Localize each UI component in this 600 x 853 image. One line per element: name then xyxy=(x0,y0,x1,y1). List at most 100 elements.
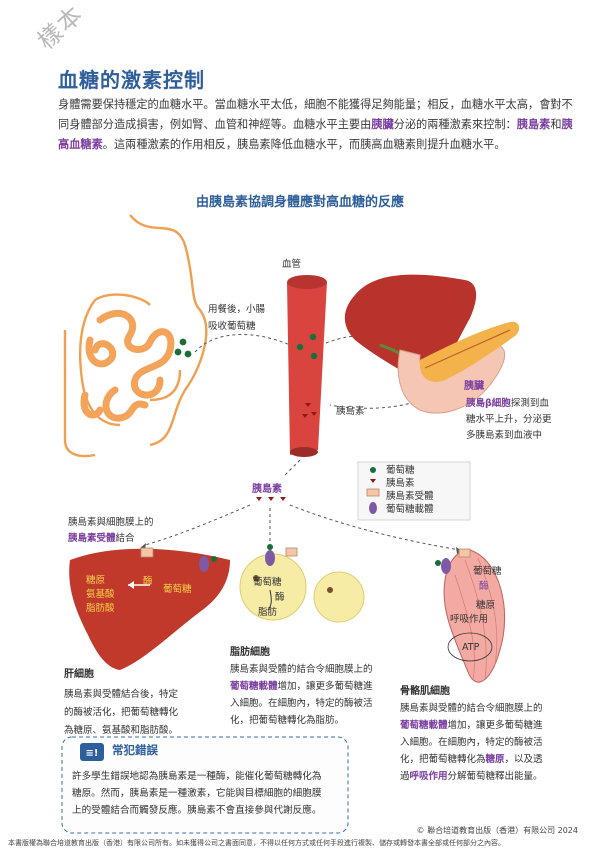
fat-carrier-hl: 葡萄糖載體 xyxy=(230,681,278,692)
intro-text-3: 。這兩種激素的作用相反，胰島素降低血糖水平，而胰高血糖素則提升血糖水平。 xyxy=(102,138,506,151)
legend-glucose-label: 葡萄糖 xyxy=(386,465,415,476)
liver-cell-text-1: 胰島素與受體結合後，特定 xyxy=(64,689,179,700)
vessel-insulin-marks xyxy=(302,403,317,418)
figure-title: 由胰島素協調身體應對高血糖的反應 xyxy=(195,195,404,210)
footer-notice: 本書版權為聯合培道教育出版（香港）有限公司所有。如未獲得公司之書面同意，不得以任… xyxy=(8,839,505,847)
myth-box xyxy=(61,736,349,834)
receptor-note-end: 結合 xyxy=(115,533,135,544)
muscle-respiration-hl: 呼吸作用 xyxy=(409,771,448,782)
vessel-down-arrow xyxy=(284,459,301,476)
fat-nucleus-1 xyxy=(253,575,259,581)
receptor-note-2: 胰島素受體結合 xyxy=(68,531,135,546)
pancreas-desc-2: 糖水平上升，分泌更 xyxy=(466,414,552,425)
small-intestine-outline xyxy=(63,214,208,458)
liver-amino-acid: 氨基酸 xyxy=(86,589,115,600)
pancreas-desc-text: 探測到血 xyxy=(510,398,549,409)
intestine-label-2: 吸收葡萄糖 xyxy=(208,321,256,332)
legend-carrier-label: 葡萄糖載體 xyxy=(386,504,434,515)
released-insulin-marks xyxy=(256,497,286,501)
muscle-glycogen-hl: 糖原 xyxy=(485,754,505,765)
intro-insulin: 胰島素 xyxy=(516,118,551,131)
fat-conversion-arrow xyxy=(267,589,272,611)
muscle-carrier-hl: 葡萄糖載體 xyxy=(400,720,448,731)
muscle-enzyme: 酶 xyxy=(479,581,489,592)
blood-vessel-label: 血管 xyxy=(282,259,302,270)
beta-cell-text: 胰島β細胞 xyxy=(466,398,511,409)
liver-glucose-dot xyxy=(211,556,217,562)
myth-line-2: 糖原。然而，胰島素是一種激素，它能與目標細胞的細胞膜 xyxy=(72,788,322,799)
fat-cell-2 xyxy=(313,571,365,623)
muscle-carrier xyxy=(441,558,451,574)
intestine-glucose-dots xyxy=(174,338,192,358)
fat-glucose: 葡萄糖 xyxy=(253,577,282,588)
muscle-cell-line2: 葡萄糖載體增加，讓更多葡萄糖進 xyxy=(400,717,543,734)
myth-line-1: 許多學生錯誤地認為胰島素是一種酶，能催化葡萄糖轉化為 xyxy=(72,771,322,782)
muscle-line5a: 過 xyxy=(400,771,410,782)
muscle-atp: ATP xyxy=(462,642,480,653)
vessel-insulin-label: 胰島素 xyxy=(336,406,365,417)
liver-arrow-head xyxy=(128,581,134,589)
legend-carrier-icon xyxy=(369,502,377,514)
myth-body: 許多學生錯誤地認為胰島素是一種酶，能催化葡萄糖轉化為 糖原。然而，胰島素是一種激… xyxy=(72,768,334,819)
intro-text-1: 身體需要保持穩定的血糖水平。當血糖水平太低，細胞不能獲得足夠能量；相反，血糖水平… xyxy=(58,98,573,131)
muscle-cell-title: 骨骼肌細胞 xyxy=(400,686,450,697)
muscle-line4b: ，以及透 xyxy=(504,754,543,765)
muscle-glucose: 葡萄糖 xyxy=(473,566,502,577)
pancreas-desc-1: 胰島β細胞探測到血 xyxy=(466,396,549,411)
intestine-label-1: 用餐後，小腸 xyxy=(208,304,266,315)
liver-glucose: 葡萄糖 xyxy=(163,584,192,595)
intro-glucagon: 胰高血糖素 xyxy=(58,118,573,151)
fat-nucleus-2 xyxy=(327,587,333,593)
receptor-note-hl: 胰島素受體 xyxy=(68,533,116,544)
liver-glycogen: 糖原 xyxy=(86,575,106,586)
muscle-cell-line4: 化，把葡萄糖轉化為糖原，以及透 xyxy=(400,751,543,768)
fat-cell-line2-text: 增加，讓更多葡萄糖進 xyxy=(277,681,373,692)
fat-fat: 脂肪 xyxy=(258,607,278,618)
fat-cell-line1: 胰島素與受體的結合令細胞膜上的 xyxy=(230,664,373,675)
fat-glucose-dot xyxy=(267,544,273,550)
fat-enzyme: 酶 xyxy=(275,592,285,603)
intro-and: 和 xyxy=(550,118,562,131)
fat-receptor xyxy=(285,547,298,557)
myth-title: 常犯錯誤 xyxy=(112,743,158,757)
fat-cell-line4: 化，把葡萄糖轉化為脂肪。 xyxy=(230,715,345,726)
muscle-atp-ellipse xyxy=(447,632,493,662)
pancreas-label: 胰臟 xyxy=(464,381,484,392)
fat-cell-title: 脂肪細胞 xyxy=(230,647,270,658)
intro-paragraph: 身體需要保持穩定的血糖水平。當血糖水平太低，細胞不能獲得足夠能量；相反，血糖水平… xyxy=(58,95,578,155)
fat-carrier xyxy=(265,550,275,566)
fat-cell-line3: 入細胞。在細胞內，特定的酶被活 xyxy=(230,698,373,709)
liver-cell-shape xyxy=(69,548,230,670)
muscle-line2-text: 增加，讓更多葡萄糖進 xyxy=(447,720,543,731)
liver-enzyme: 酶 xyxy=(143,576,153,587)
vessel-glucose-dots xyxy=(296,333,318,360)
legend-glucose-icon xyxy=(370,467,376,473)
blood-vessel xyxy=(287,275,327,457)
myth-icon xyxy=(80,743,104,761)
released-insulin-label: 胰島素 xyxy=(252,484,282,495)
liver-cell-text-2: 的酶被活化，把葡萄糖轉化 xyxy=(64,707,179,718)
muscle-glucose-dot xyxy=(435,560,441,566)
legend-receptor-icon xyxy=(366,488,380,497)
muscle-line5b: 分解葡萄糖釋出能量。 xyxy=(447,771,543,782)
muscle-cell-line3: 入細胞。在細胞內，特定的酶被活 xyxy=(400,737,543,748)
pancreatic-duct xyxy=(424,329,511,369)
muscle-cell-line5: 過呼吸作用分解葡萄糖釋出能量。 xyxy=(400,768,543,785)
myth-line-3: 上的受體結合而觸發反應。胰島素不會直接參與代謝反應。 xyxy=(72,805,322,816)
muscle-receptor xyxy=(458,548,471,558)
intro-text-2: 分泌的兩種激素來控制： xyxy=(393,118,517,131)
liver-receptor xyxy=(140,547,154,558)
liver-fatty-acid: 脂肪酸 xyxy=(86,603,115,614)
intro-pancreas: 胰臟 xyxy=(371,118,394,131)
copyright: © 聯合培道教育出版（香港）有限公司 2024 xyxy=(416,826,578,835)
legend-receptor-label: 胰島素受體 xyxy=(386,491,434,502)
small-intestine xyxy=(80,309,175,422)
muscle-cell-line1: 胰島素與受體的結合令細胞膜上的 xyxy=(400,703,543,714)
page-title: 血糖的激素控制 xyxy=(58,68,205,92)
fat-cell-line2: 葡萄糖載體增加，讓更多葡萄糖進 xyxy=(230,678,373,695)
muscle-glycogen: 糖原 xyxy=(476,600,496,611)
receptor-note-1: 胰島素與細胞膜上的 xyxy=(68,517,154,528)
liver-cell-title: 肝細胞 xyxy=(64,669,94,680)
liver-cell-text-3: 為糖原、氨基酸和脂肪酸。 xyxy=(64,725,179,736)
